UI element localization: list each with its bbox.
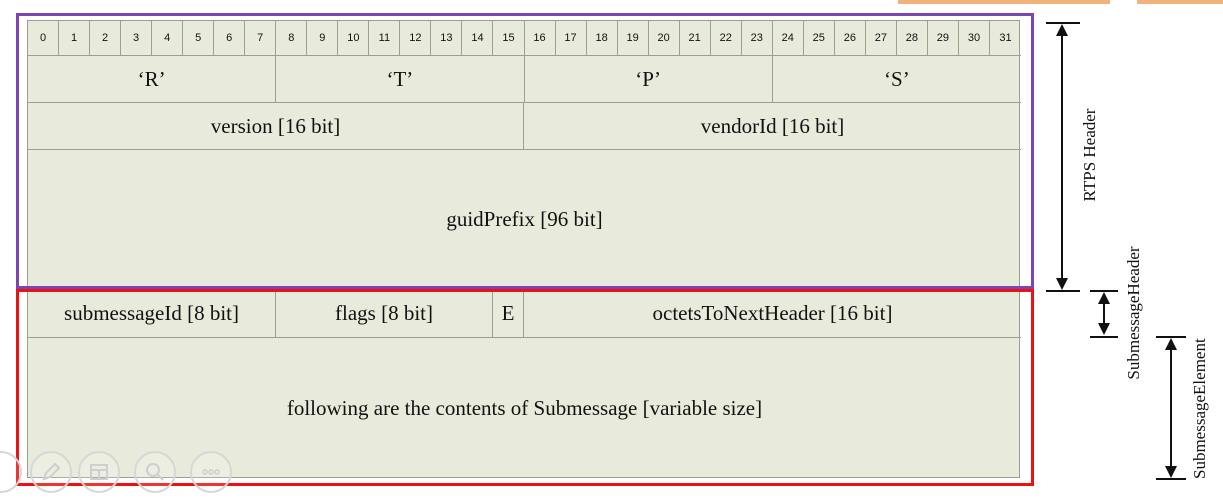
submessage-element-bracket-bottom: [1156, 478, 1186, 480]
bit-number: 29: [927, 21, 959, 56]
submessage-header-bracket-line: [1103, 302, 1105, 324]
rtps-header-label: RTPS Header: [1080, 108, 1099, 202]
bit-number: 17: [555, 21, 587, 56]
rtps-header-bracket-line: [1061, 34, 1063, 280]
bit-number: 4: [152, 21, 184, 56]
bit-number: 12: [400, 21, 432, 56]
bit-number: 22: [710, 21, 742, 56]
bit-number: 7: [245, 21, 277, 56]
rtps-header-bracket-top: [1046, 22, 1080, 24]
rtps-header-arrow-down-icon: [1056, 278, 1068, 290]
protocol-id-cell: ‘S’: [772, 56, 1021, 103]
bit-number: 9: [307, 21, 339, 56]
bit-number: 11: [369, 21, 401, 56]
bit-number: 13: [431, 21, 463, 56]
bit-number: 25: [803, 21, 835, 56]
bit-number: 20: [648, 21, 680, 56]
bit-number: 28: [896, 21, 928, 56]
vendor-id-field: vendorId [16 bit]: [524, 103, 1021, 150]
submessage-element-arrow-up-icon: [1165, 338, 1177, 350]
bit-number: 15: [493, 21, 525, 56]
submessage-header-label: SubmessageHeader: [1124, 246, 1143, 380]
pen-icon[interactable]: [30, 451, 72, 493]
bit-number: 16: [524, 21, 556, 56]
submessage-element-label: SubmessageElement: [1190, 338, 1209, 479]
protocol-id-cell: ‘R’: [28, 56, 277, 103]
submessage-frame: [16, 289, 1034, 486]
bit-number: 0: [28, 21, 60, 56]
bit-number: 6: [214, 21, 246, 56]
submessage-id-field: submessageId [8 bit]: [28, 289, 276, 338]
bit-number: 19: [617, 21, 649, 56]
layout-icon[interactable]: [78, 451, 120, 493]
submessage-contents-field: following are the contents of Submessage…: [286, 396, 763, 420]
bit-number: 10: [338, 21, 370, 56]
bit-number: 24: [772, 21, 804, 56]
bit-number: 2: [90, 21, 122, 56]
submessage-header-bracket-bottom: [1090, 336, 1118, 338]
version-field: version [16 bit]: [28, 103, 524, 150]
bit-number: 1: [59, 21, 91, 56]
submessage-element-bracket-top: [1156, 336, 1186, 338]
bit-number: 23: [741, 21, 773, 56]
bit-number: 27: [865, 21, 897, 56]
bit-number: 8: [276, 21, 308, 56]
protocol-id-cell: ‘P’: [524, 56, 773, 103]
top-accent-right: [1137, 0, 1223, 4]
rtps-header-arrow-up-icon: [1056, 24, 1068, 36]
bit-number: 30: [958, 21, 990, 56]
bit-number: 5: [183, 21, 215, 56]
rtps-header-frame: [16, 13, 1034, 289]
submessage-element-arrow-down-icon: [1165, 466, 1177, 478]
bit-number: 31: [989, 21, 1021, 56]
top-accent-left: [898, 0, 1110, 4]
submessage-header-arrow-up-icon: [1098, 292, 1110, 304]
bit-number: 21: [679, 21, 711, 56]
submessage-header-bracket-top: [1090, 290, 1118, 292]
bit-number: 14: [462, 21, 494, 56]
more-icon[interactable]: [190, 451, 232, 493]
bit-number: 18: [586, 21, 618, 56]
protocol-id-cell: ‘T’: [276, 56, 525, 103]
rtps-header-bracket-bottom: [1046, 290, 1080, 292]
bit-number: 3: [121, 21, 153, 56]
e-flag-field: E: [493, 289, 524, 338]
bit-number: 26: [834, 21, 866, 56]
submessage-element-bracket-line: [1170, 348, 1172, 468]
zoom-icon[interactable]: [134, 451, 176, 493]
octets-to-next-header-field: octetsToNextHeader [16 bit]: [524, 289, 1021, 338]
submessage-header-arrow-down-icon: [1098, 323, 1110, 335]
flags-field: flags [8 bit]: [276, 289, 493, 338]
